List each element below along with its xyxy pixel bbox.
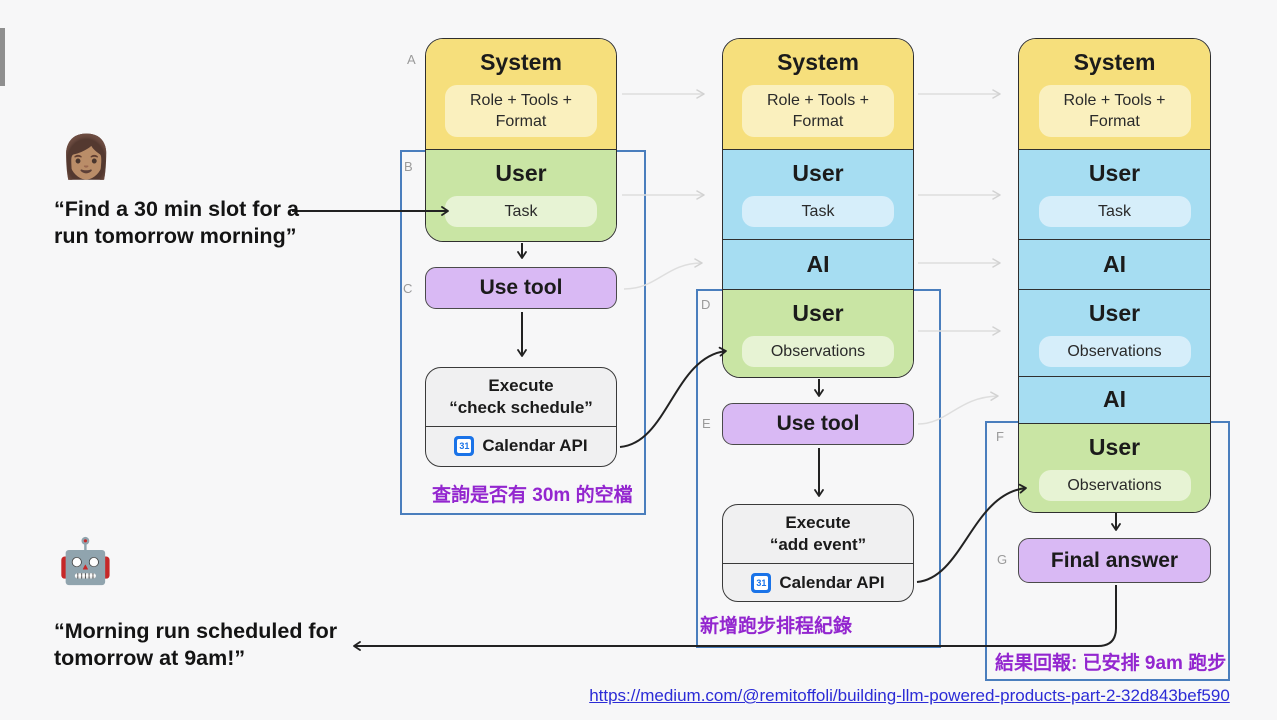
ai-title: AI xyxy=(1103,251,1126,277)
task-pill: Task xyxy=(742,196,894,227)
execute-line1: Execute xyxy=(785,513,851,532)
step-label-d: D xyxy=(701,297,711,312)
system-title: System xyxy=(777,49,859,75)
final-answer-node: Final answer xyxy=(1018,538,1211,583)
ai-section: AI xyxy=(723,239,913,289)
context-card-2: System Role + Tools + Format User Task A… xyxy=(722,38,914,378)
step-label-e: E xyxy=(702,416,711,431)
user-history-section: User Task xyxy=(723,149,913,239)
calendar-api-row: 31 Calendar API xyxy=(723,563,913,601)
google-calendar-icon: 31 xyxy=(751,573,772,593)
execute-line2: “check schedule” xyxy=(449,398,593,417)
system-section: System Role + Tools + Format xyxy=(426,39,616,149)
source-link[interactable]: https://medium.com/@remitoffoli/building… xyxy=(589,686,1230,705)
ai-section: AI xyxy=(1019,239,1210,289)
calendar-api-label: Calendar API xyxy=(779,573,885,592)
user-observations-history-section: User Observations xyxy=(1019,289,1210,376)
window-edge-artifact xyxy=(0,28,5,86)
execute-line2: “add event” xyxy=(769,535,867,554)
user-observations-section: User Observations xyxy=(723,289,913,377)
system-prompt-pill: Role + Tools + Format xyxy=(445,85,597,137)
robot-emoji: 🤖 xyxy=(58,537,113,586)
execute-label: Execute “add event” xyxy=(723,505,913,563)
user-title: User xyxy=(495,160,547,186)
user-title: User xyxy=(792,300,844,326)
user-section: User Task xyxy=(426,149,616,241)
bot-response-quote: “Morning run scheduled for tomorrow at 9… xyxy=(54,619,338,670)
execute-line1: Execute xyxy=(488,376,554,395)
calendar-api-label: Calendar API xyxy=(482,436,588,455)
user-observations-section: User Observations xyxy=(1019,423,1210,512)
ai-title: AI xyxy=(1103,386,1126,412)
step-label-a: A xyxy=(407,52,416,67)
task-pill: Task xyxy=(445,196,597,227)
step-label-f: F xyxy=(996,429,1004,444)
step-label-c: C xyxy=(403,281,413,296)
source-link-wrap: https://medium.com/@remitoffoli/building… xyxy=(542,686,1277,706)
user-title: User xyxy=(1088,160,1141,186)
caption-result-report: 結果回報: 已安排 9am 跑步 xyxy=(995,653,1227,674)
step-label-b: B xyxy=(404,159,413,174)
system-title: System xyxy=(480,49,562,75)
observations-pill: Observations xyxy=(742,336,894,367)
use-tool-node-2: Use tool xyxy=(722,403,914,445)
execute-node-1: Execute “check schedule” 31 Calendar API xyxy=(425,367,617,467)
user-title: User xyxy=(1088,300,1141,326)
task-pill: Task xyxy=(1038,196,1191,227)
observations-pill: Observations xyxy=(1038,470,1191,501)
user-title: User xyxy=(792,160,844,186)
observations-pill: Observations xyxy=(1038,336,1191,367)
caption-add-event: 新增跑步排程紀錄 xyxy=(700,616,853,637)
user-request-quote: “Find a 30 min slot for a run tomorrow m… xyxy=(54,197,299,248)
system-section: System Role + Tools + Format xyxy=(723,39,913,149)
execute-node-2: Execute “add event” 31 Calendar API xyxy=(722,504,914,602)
system-section: System Role + Tools + Format xyxy=(1019,39,1210,149)
ai-section-2: AI xyxy=(1019,376,1210,423)
step-label-g: G xyxy=(997,552,1008,567)
context-card-1: System Role + Tools + Format User Task xyxy=(425,38,617,242)
user-history-section: User Task xyxy=(1019,149,1210,239)
ai-title: AI xyxy=(806,251,830,277)
use-tool-node-1: Use tool xyxy=(425,267,617,309)
system-prompt-pill: Role + Tools + Format xyxy=(742,85,894,137)
user-emoji: 👩🏽 xyxy=(60,133,113,180)
system-prompt-pill: Role + Tools + Format xyxy=(1038,85,1191,137)
google-calendar-icon: 31 xyxy=(454,436,475,456)
system-title: System xyxy=(1073,49,1156,75)
execute-label: Execute “check schedule” xyxy=(426,368,616,426)
caption-check-slot: 查詢是否有 30m 的空檔 xyxy=(432,485,633,506)
user-title: User xyxy=(1088,434,1141,460)
calendar-api-row: 31 Calendar API xyxy=(426,426,616,465)
context-card-3: System Role + Tools + Format User Task A… xyxy=(1018,38,1211,513)
